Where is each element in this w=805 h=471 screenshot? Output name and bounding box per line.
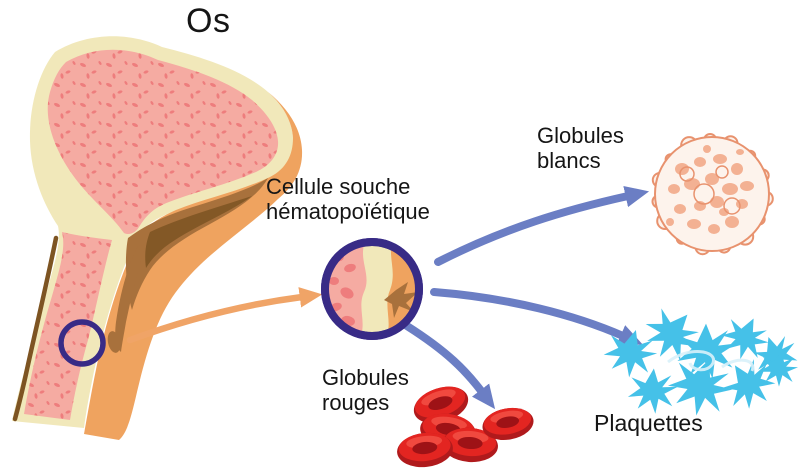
arrow-bone-to-stem-cell bbox=[126, 287, 323, 344]
bone-label: Os bbox=[186, 2, 231, 40]
stem-cell-label: Cellule souche hématopoïétique bbox=[266, 174, 430, 224]
bone-illustration bbox=[12, 36, 303, 440]
red-cells-label: Globules rouges bbox=[322, 365, 409, 415]
arrow-stem-to-platelets bbox=[430, 288, 643, 345]
arrow-stem-to-white-cells bbox=[434, 185, 650, 266]
stem-cell-magnifier bbox=[321, 238, 423, 340]
white-cells-label: Globules blancs bbox=[537, 123, 624, 173]
red-blood-cells-illustration bbox=[397, 386, 534, 468]
white-blood-cell-illustration bbox=[651, 133, 774, 256]
arrow-stem-to-red-cells bbox=[403, 322, 496, 410]
bone-sample-ring bbox=[58, 319, 106, 367]
platelets-illustration bbox=[599, 297, 804, 425]
platelets-label: Plaquettes bbox=[594, 410, 703, 436]
